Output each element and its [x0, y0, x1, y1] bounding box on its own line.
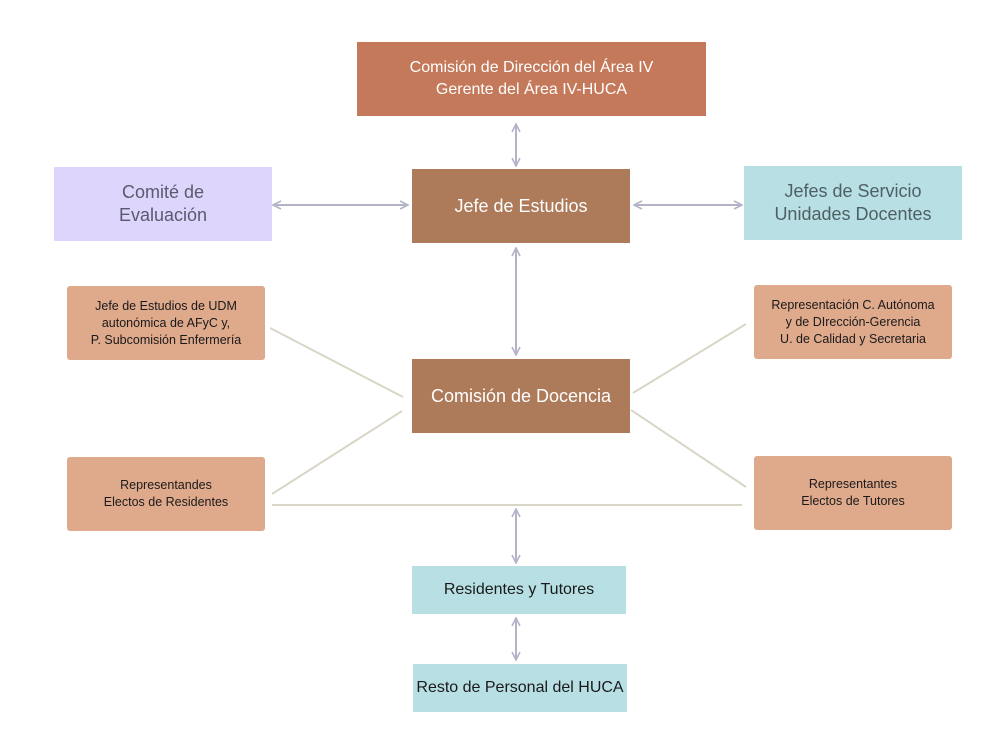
- representantes-residentes-line2: Electos de Residentes: [103, 495, 229, 509]
- comite-evaluacion-line1: Comité de: [121, 182, 205, 202]
- jefe-estudios-box: Jefe de Estudios: [412, 169, 630, 243]
- jefe-udm-line1: Jefe de Estudios de UDM: [95, 298, 237, 313]
- representantes-tutores-box: Representantes Electos de Tutores: [754, 456, 952, 530]
- jefes-servicio-box: Jefes de Servicio Unidades Docentes: [744, 166, 962, 240]
- jefe-estudios-label: Jefe de Estudios: [454, 195, 588, 216]
- jefe-udm-box: Jefe de Estudios de UDM autonómica de AF…: [67, 286, 265, 360]
- resto-personal-box: Resto de Personal del HUCA: [413, 664, 627, 712]
- representacion-ca-line1: Representación C. Autónoma: [771, 297, 935, 312]
- line-to-jefe-udm: [269, 327, 404, 398]
- comision-direccion-line1: Comisión de Dirección del Área IV: [409, 59, 654, 76]
- representacion-ca-line2: y de DIrección-Gerencia: [785, 314, 921, 329]
- residentes-tutores-box: Residentes y Tutores: [412, 566, 626, 614]
- comision-docencia-box: Comisión de Docencia: [412, 359, 630, 433]
- representantes-tutores-line1: Representantes: [808, 477, 898, 491]
- residentes-tutores-label: Residentes y Tutores: [443, 581, 595, 598]
- resto-personal-label: Resto de Personal del HUCA: [416, 679, 624, 696]
- comision-direccion-box: Comisión de Dirección del Área IV Gerent…: [357, 42, 706, 116]
- representacion-ca-line3: U. de Calidad y Secretaria: [780, 331, 926, 346]
- jefes-servicio-line2: Unidades Docentes: [774, 204, 932, 224]
- representacion-ca-box: Representación C. Autónoma y de DIrecció…: [754, 285, 952, 359]
- comision-docencia-label: Comisión de Docencia: [430, 385, 612, 406]
- representantes-residentes-box: Representandes Electos de Residentes: [67, 457, 265, 531]
- line-to-representantes-tutores: [630, 409, 747, 488]
- line-to-representantes-residentes: [271, 410, 403, 495]
- line-to-representacion-ca: [632, 323, 747, 394]
- jefe-udm-line2: autonómica de AFyC y,: [101, 315, 231, 330]
- jefe-udm-line3: P. Subcomisión Enfermería: [90, 332, 242, 347]
- representantes-tutores-line2: Electos de Tutores: [801, 494, 905, 508]
- comision-direccion-line2: Gerente del Área IV-HUCA: [435, 81, 628, 98]
- comite-evaluacion-line2: Evaluación: [118, 205, 208, 225]
- representantes-residentes-line1: Representandes: [120, 478, 212, 492]
- jefes-servicio-line1: Jefes de Servicio: [784, 181, 922, 201]
- comite-evaluacion-box: Comité de Evaluación: [54, 167, 272, 241]
